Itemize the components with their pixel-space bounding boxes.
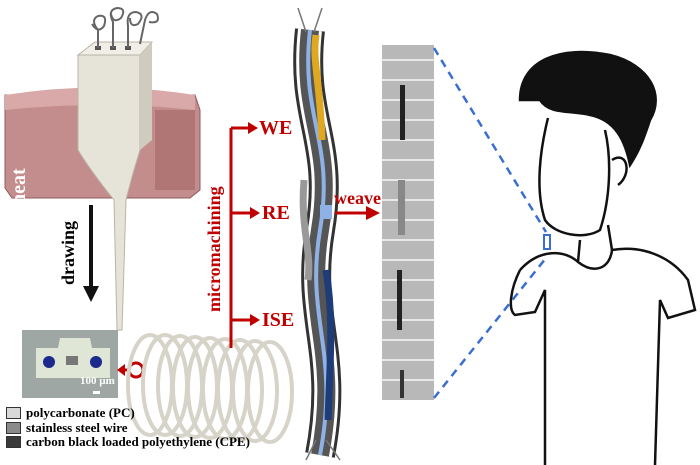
ise-label: ISE [262, 309, 295, 331]
weave-label: weave [334, 188, 381, 208]
legend-label: stainless steel wire [26, 419, 128, 435]
micromachining-label: micromachining [204, 186, 224, 312]
weave-arrow [335, 206, 380, 220]
drawing-arrow [83, 205, 99, 302]
woven-fabric-photo [382, 45, 434, 400]
cross-section-micrograph [22, 330, 118, 398]
legend-item-cpe: carbon black loaded polyethylene (CPE) [6, 434, 250, 450]
fiber-coil [126, 333, 294, 444]
legend-swatch [6, 421, 21, 434]
functional-fiber [293, 7, 342, 461]
legend-item-pc: polycarbonate (PC) [6, 405, 250, 421]
heat-label: heat [8, 168, 30, 205]
micromachining-bracket [229, 122, 260, 348]
person-illustration [509, 50, 697, 465]
legend-swatch [6, 407, 21, 420]
legend-label: polycarbonate (PC) [26, 405, 135, 420]
spiral-wires [91, 6, 159, 48]
legend-item-steel: stainless steel wire [6, 419, 250, 436]
we-label: WE [259, 117, 293, 139]
scale-bar-label: 100 µm [80, 375, 115, 387]
legend-swatch [6, 436, 21, 449]
zoom-callout-lines [432, 47, 548, 399]
legend-label: carbon black loaded polyethylene (CPE) [26, 434, 250, 449]
drawing-label: drawing [58, 220, 78, 285]
legend: polycarbonate (PC) stainless steel wire … [6, 405, 250, 450]
re-label: RE [262, 202, 290, 224]
